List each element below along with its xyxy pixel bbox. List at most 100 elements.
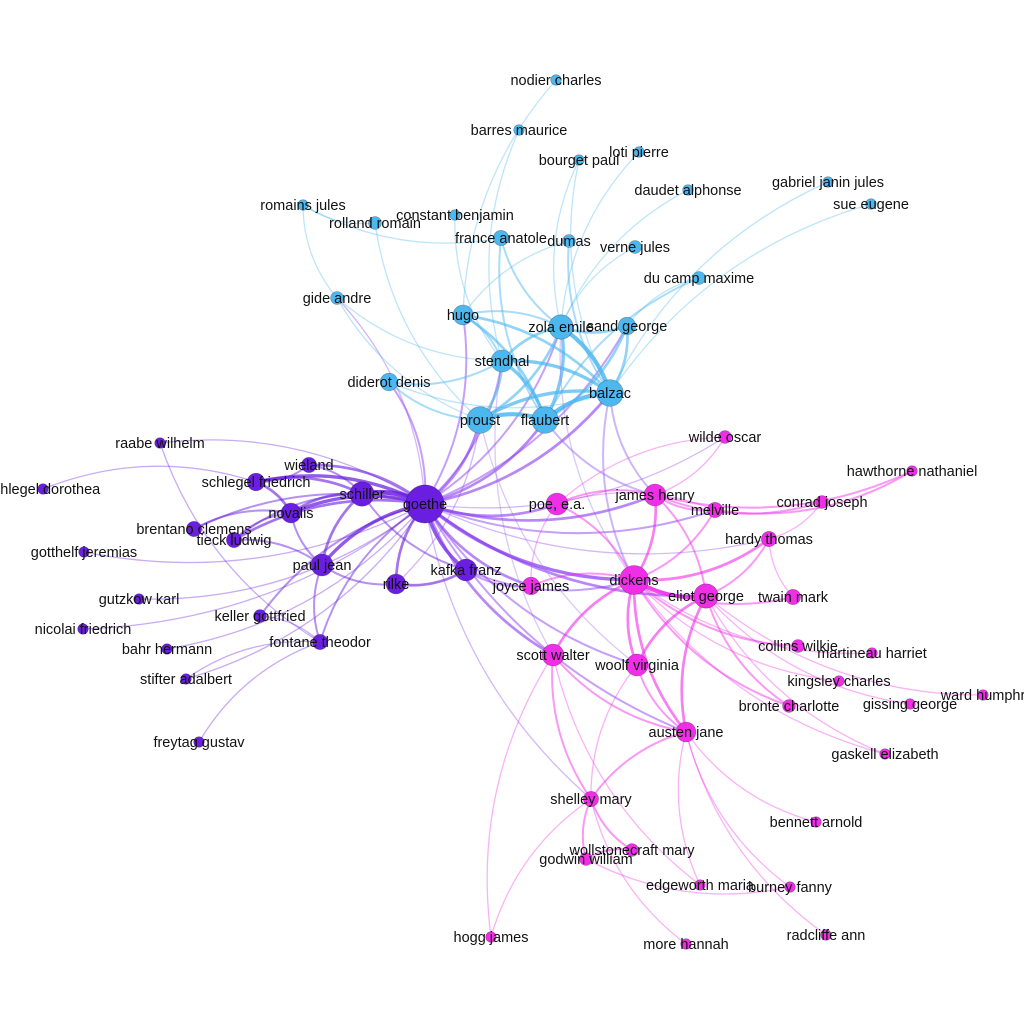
edge-austen-bennett <box>685 731 817 823</box>
node-sue[interactable] <box>865 198 877 210</box>
node-collins[interactable] <box>791 639 805 653</box>
edge-bourget-balzac <box>570 159 611 394</box>
node-schiller[interactable] <box>349 481 375 507</box>
node-more[interactable] <box>680 938 692 950</box>
node-dickens[interactable] <box>619 565 649 595</box>
node-bennett[interactable] <box>810 816 822 828</box>
node-label-schlegeld: schlegel dorothea <box>0 482 101 498</box>
edge-scott-hogg <box>486 654 554 938</box>
node-label-fontane: fontane theodor <box>269 635 371 651</box>
node-woolf[interactable] <box>625 653 649 677</box>
node-gotthelf[interactable] <box>78 546 90 558</box>
node-verne[interactable] <box>628 240 642 254</box>
node-romains[interactable] <box>297 199 309 211</box>
node-ward[interactable] <box>977 689 989 701</box>
edge-barres-stendhal <box>488 129 520 362</box>
node-schlegelf[interactable] <box>246 472 266 492</box>
edge-flaubert-jameshenry <box>544 419 656 496</box>
node-goethe[interactable] <box>405 484 445 524</box>
node-kingsley[interactable] <box>833 675 845 687</box>
node-constant[interactable] <box>449 209 461 221</box>
node-hawthorne[interactable] <box>906 465 918 477</box>
node-scott[interactable] <box>541 643 565 667</box>
node-gissing[interactable] <box>904 698 916 710</box>
node-bourget[interactable] <box>573 154 585 166</box>
edge-fontane-stifter <box>185 640 321 680</box>
node-stifter[interactable] <box>180 673 192 685</box>
node-shelley[interactable] <box>583 791 599 807</box>
node-freytag[interactable] <box>193 736 205 748</box>
node-schlegeld[interactable] <box>37 483 49 495</box>
node-wollstonecraft[interactable] <box>625 843 639 857</box>
node-label-proust: proust <box>460 413 500 429</box>
node-twain[interactable] <box>785 589 801 605</box>
node-daudet[interactable] <box>682 184 694 196</box>
node-wieland[interactable] <box>301 457 317 473</box>
node-joyce[interactable] <box>521 576 541 596</box>
node-martineau[interactable] <box>866 647 878 659</box>
node-conrad[interactable] <box>815 495 829 509</box>
node-label-collins: collins wilkie <box>758 639 838 655</box>
edge-ducamp-sand <box>626 277 700 327</box>
node-hardy[interactable] <box>761 531 777 547</box>
node-label-wilde: wilde oscar <box>688 430 762 446</box>
edge-france-flaubert <box>498 237 546 421</box>
node-balzac[interactable] <box>596 379 624 407</box>
node-diderot[interactable] <box>379 372 399 392</box>
node-melville[interactable] <box>707 502 723 518</box>
node-austen[interactable] <box>675 721 697 743</box>
node-brentano[interactable] <box>186 521 202 537</box>
edge-austen-radcliffe <box>685 731 827 936</box>
node-label-stendhal: stendhal <box>475 354 530 370</box>
node-dumas[interactable] <box>562 234 576 248</box>
edge-flaubert-hugo <box>462 313 547 421</box>
node-hogg[interactable] <box>485 931 497 943</box>
node-france[interactable] <box>493 230 509 246</box>
node-keller[interactable] <box>253 609 267 623</box>
node-novalis[interactable] <box>280 502 302 524</box>
node-bahr[interactable] <box>161 643 173 655</box>
node-rilke[interactable] <box>385 573 407 595</box>
node-wilde[interactable] <box>718 430 732 444</box>
node-label-woolf: woolf virginia <box>594 658 680 674</box>
edge-dickens-kingsley <box>633 579 840 682</box>
node-loti[interactable] <box>633 146 645 158</box>
node-proust[interactable] <box>466 406 494 434</box>
node-bronte[interactable] <box>782 699 796 713</box>
node-burney[interactable] <box>784 881 796 893</box>
node-rolland[interactable] <box>368 216 382 230</box>
node-barres[interactable] <box>513 124 525 136</box>
edge-eliot-jameshenry <box>654 494 707 597</box>
node-tieck[interactable] <box>226 532 242 548</box>
node-kafka[interactable] <box>454 558 478 582</box>
node-raabe[interactable] <box>154 437 166 449</box>
node-hugo[interactable] <box>452 304 474 326</box>
node-edgeworth[interactable] <box>694 879 706 891</box>
edge-ducamp-flaubert <box>544 277 700 421</box>
node-stendhal[interactable] <box>490 349 514 373</box>
node-label-bahr: bahr hermann <box>122 642 212 658</box>
node-radcliffe[interactable] <box>820 929 832 941</box>
node-label-radcliffe: radcliffe ann <box>787 928 866 944</box>
node-gutzkow[interactable] <box>133 593 145 605</box>
node-nodier[interactable] <box>550 74 562 86</box>
edge-zola-dickens <box>559 326 635 581</box>
node-sand[interactable] <box>617 316 637 336</box>
node-flaubert[interactable] <box>531 406 559 434</box>
node-nicolai[interactable] <box>77 623 89 635</box>
node-zola[interactable] <box>548 314 574 340</box>
node-jameshenry[interactable] <box>643 483 667 507</box>
edge-melville-hawthorne <box>714 470 913 515</box>
node-gaskell[interactable] <box>879 748 891 760</box>
node-label-conrad: conrad joseph <box>776 495 867 511</box>
node-eliot[interactable] <box>693 583 719 609</box>
node-poe[interactable] <box>545 492 569 516</box>
node-label-novalis: novalis <box>268 506 313 522</box>
node-godwin[interactable] <box>579 852 593 866</box>
node-pauljean[interactable] <box>310 553 334 577</box>
node-gide[interactable] <box>330 291 344 305</box>
edge-eliot-gissing <box>705 595 911 705</box>
node-fontane[interactable] <box>312 634 328 650</box>
node-ducamp[interactable] <box>692 271 706 285</box>
node-gabriel[interactable] <box>822 176 834 188</box>
